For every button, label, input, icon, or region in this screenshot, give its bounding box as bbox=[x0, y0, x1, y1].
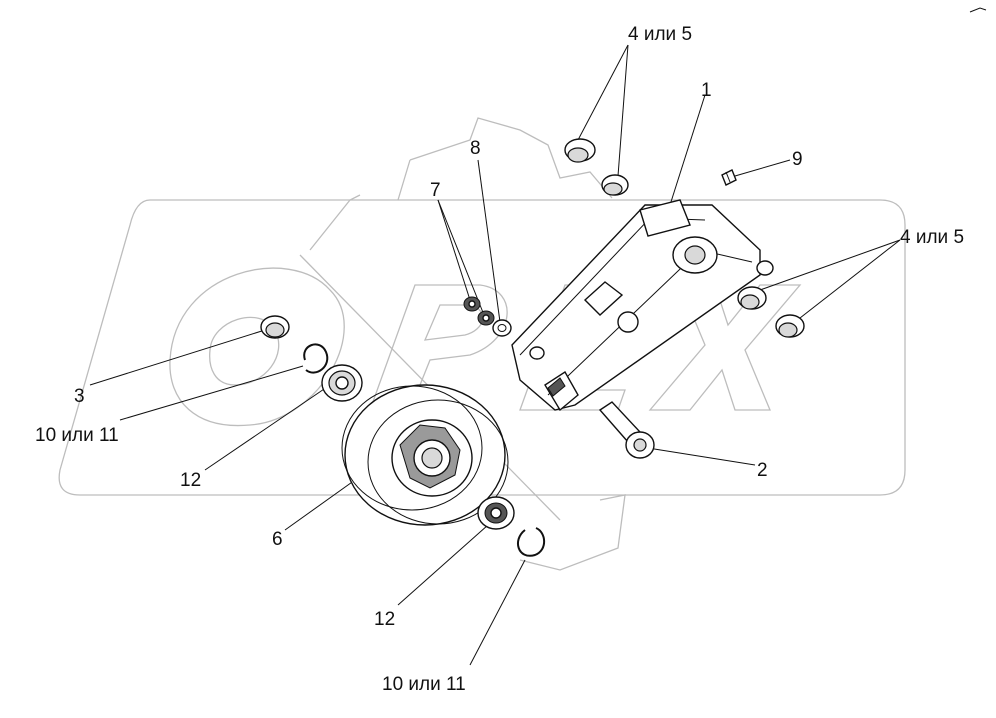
watermark-letter-o bbox=[169, 267, 345, 427]
label-4-or-5-right: 4 или 5 bbox=[900, 227, 964, 248]
label-8: 8 bbox=[470, 138, 481, 159]
watermark-gear bbox=[309, 117, 626, 571]
part-10-11-bottom-retaining-ring bbox=[516, 527, 546, 557]
part-2-axle-bolt bbox=[598, 401, 655, 459]
part-labels: 4 или 5 1 8 9 7 4 или 5 3 10 или 11 2 12… bbox=[35, 24, 964, 695]
label-10-or-11-bottom: 10 или 11 bbox=[382, 674, 466, 695]
watermark-plate bbox=[58, 199, 906, 496]
part-4-5-top-bushings bbox=[564, 138, 629, 196]
label-1: 1 bbox=[701, 80, 712, 101]
part-8-washer bbox=[492, 319, 512, 337]
label-9: 9 bbox=[792, 149, 803, 170]
part-6-pulley bbox=[341, 384, 509, 526]
part-12-bottom-bearing bbox=[477, 496, 515, 530]
part-12-left-bearing bbox=[321, 364, 363, 402]
part-10-11-left-retaining-ring bbox=[303, 343, 329, 374]
part-4-5-right-bushings bbox=[737, 286, 805, 338]
label-6: 6 bbox=[272, 529, 283, 550]
corner-mark bbox=[969, 7, 987, 13]
label-12-left: 12 bbox=[180, 470, 201, 491]
label-3: 3 bbox=[74, 386, 85, 407]
label-4-or-5-top: 4 или 5 bbox=[628, 24, 692, 45]
label-10-or-11-left: 10 или 11 bbox=[35, 425, 119, 446]
label-12-bottom: 12 bbox=[374, 609, 395, 630]
label-7: 7 bbox=[430, 180, 441, 201]
part-3-bushing bbox=[260, 315, 290, 339]
part-1-tensioner-lever bbox=[511, 199, 774, 412]
leader-lines bbox=[89, 44, 901, 666]
part-7-nuts bbox=[463, 296, 495, 326]
label-2: 2 bbox=[757, 460, 768, 481]
part-9-grease-fitting bbox=[721, 169, 737, 186]
